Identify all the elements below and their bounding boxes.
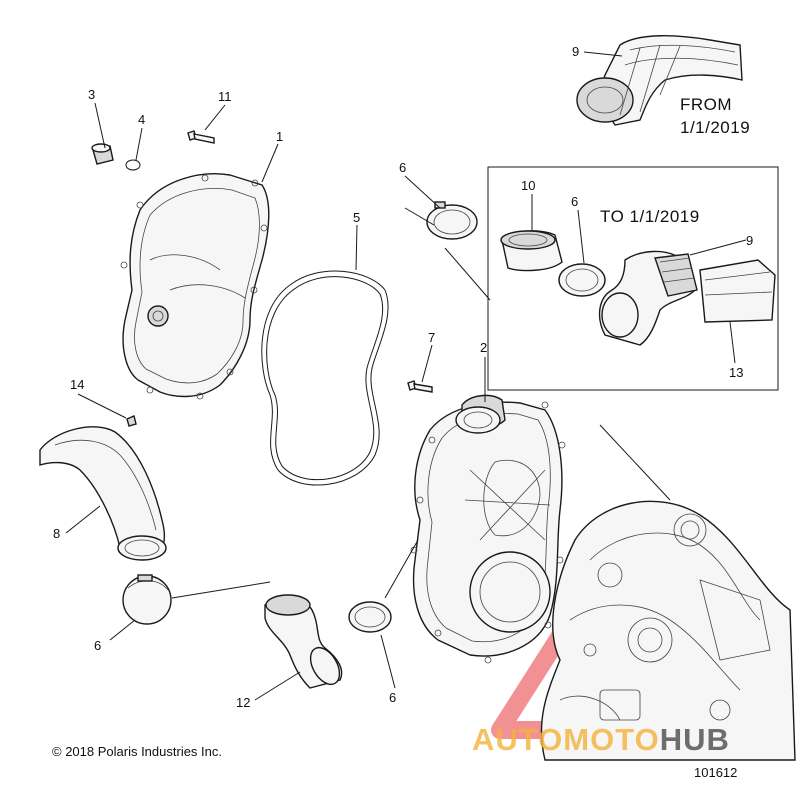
part-10-adapter	[500, 230, 563, 272]
callout-5: 5	[353, 210, 360, 225]
callout-2: 2	[480, 340, 487, 355]
part-5-gasket	[261, 270, 389, 486]
callout-10: 10	[521, 178, 535, 193]
watermark-text: AUTOMOTOHUB	[472, 722, 730, 757]
callout-1: 1	[276, 129, 283, 144]
callout-14: 14	[70, 377, 84, 392]
note-from-date: 1/1/2019	[680, 118, 750, 137]
callout-7: 7	[428, 330, 435, 345]
part-14-fastener	[126, 415, 137, 427]
part-3-plug	[91, 143, 114, 165]
part-13-intake-boot	[699, 259, 776, 323]
leader-lines	[65, 51, 747, 701]
part-1-outer-cover	[120, 173, 270, 400]
part-11-bolt	[187, 130, 215, 144]
callout-6: 6	[94, 638, 101, 653]
callout-8: 8	[53, 526, 60, 541]
date-notes: FROM 1/1/2019 TO 1/1/2019	[600, 95, 750, 226]
part-8-intake-duct	[39, 426, 167, 561]
callout-6: 6	[389, 690, 396, 705]
note-to: TO 1/1/2019	[600, 207, 700, 226]
engine-case	[540, 500, 796, 761]
part-6-clamp-left	[122, 574, 172, 625]
part-9-intake-from-2019	[576, 35, 743, 126]
callout-3: 3	[88, 87, 95, 102]
part-9-duct-to-2019	[598, 250, 698, 346]
callout-12: 12	[236, 695, 250, 710]
callout-11: 11	[218, 89, 232, 104]
callout-9: 9	[746, 233, 753, 248]
callout-13: 13	[729, 365, 743, 380]
part-4-o-ring	[125, 159, 141, 171]
part-12-outlet-duct	[264, 594, 343, 689]
watermark-text-hub: HUB	[660, 722, 730, 757]
callout-labels: 3 4 11 1 5 6 7 2 14 8 6 12 6 9 10 6 9 13	[53, 44, 753, 710]
variant-box	[487, 166, 779, 391]
part-7-bolt	[407, 380, 433, 393]
note-from: FROM	[680, 95, 732, 114]
callout-9: 9	[572, 44, 579, 59]
part-6-clamp-box	[558, 263, 606, 297]
copyright-notice: © 2018 Polaris Industries Inc.	[52, 744, 222, 759]
callout-6: 6	[571, 194, 578, 209]
part-6-clamp-bottom	[348, 601, 392, 633]
part-6-clamp-upper	[426, 201, 478, 240]
document-number: 101612	[694, 765, 738, 780]
callout-6: 6	[399, 160, 406, 175]
part-2-inner-cover	[410, 394, 566, 664]
watermark-text-main: AUTOMOTO	[472, 722, 660, 757]
callout-4: 4	[138, 112, 145, 127]
